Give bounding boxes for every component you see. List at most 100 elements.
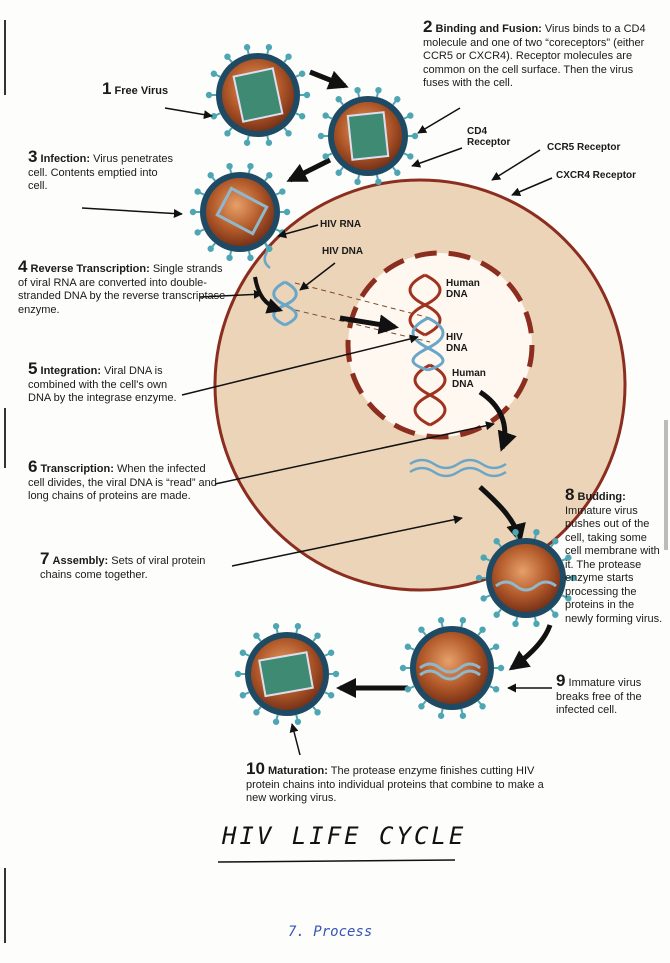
leader-arrows xyxy=(81,107,553,756)
step-body: The protease enzyme finishes cutting HIV… xyxy=(246,765,544,804)
spike-knob xyxy=(354,86,361,94)
spike-knob xyxy=(314,632,321,639)
cd4-receptor-label: CD4 Receptor xyxy=(467,126,511,148)
step-number: 8 xyxy=(565,485,575,504)
binding-mark xyxy=(4,20,6,95)
spike-knob xyxy=(479,703,486,710)
spike-knob xyxy=(189,208,197,216)
protein-chains xyxy=(409,458,507,478)
spike-knob xyxy=(207,245,214,252)
spike-knob xyxy=(234,670,242,678)
spike-knob xyxy=(552,611,559,618)
spike-knob xyxy=(265,44,273,51)
step-5-text: 5 Integration: Viral DNA is combined wit… xyxy=(28,359,188,406)
step-3-text: 3 Infection: Virus penetrates cell. Cont… xyxy=(28,148,173,194)
spike-knob xyxy=(298,70,306,77)
spike-knob xyxy=(243,44,251,51)
spike-knob xyxy=(375,86,382,94)
spike-knob xyxy=(533,528,540,536)
step-heading: Free Virus xyxy=(114,85,169,97)
spike-knob xyxy=(314,709,321,716)
spike-knob xyxy=(283,208,291,216)
step-body: Sets of viral protein chains come togeth… xyxy=(40,555,206,581)
flow-arrow xyxy=(309,69,349,90)
spike-knob xyxy=(243,139,251,146)
step-number: 1 xyxy=(102,79,112,98)
spike-knob xyxy=(404,643,412,650)
spike-knob xyxy=(322,112,329,119)
step-body: Viral DNA is combined with the cell's ow… xyxy=(28,365,177,404)
spike-knob xyxy=(210,113,218,120)
spike-knob xyxy=(327,692,335,699)
spike-knob xyxy=(247,162,254,170)
spike-knob xyxy=(247,254,254,262)
spike-knob xyxy=(335,96,342,103)
spike-knob xyxy=(226,254,233,262)
spike-knob xyxy=(512,620,519,628)
step-heading: Reverse Transcription: xyxy=(30,263,150,275)
spike-knob xyxy=(332,670,340,678)
step-number: 2 xyxy=(423,17,433,36)
spike-knob xyxy=(354,178,361,186)
spike-knob xyxy=(239,692,247,699)
spike-knob xyxy=(411,132,419,140)
spike-knob xyxy=(226,162,233,170)
spike-knob xyxy=(552,538,559,545)
spike-knob xyxy=(327,649,335,656)
spike-knob xyxy=(512,528,519,536)
spike-knob xyxy=(533,620,540,628)
spike-knob xyxy=(303,91,311,99)
step-number: 5 xyxy=(28,359,38,378)
human-dna-label: Human DNA xyxy=(452,368,486,390)
spike-knob xyxy=(480,554,487,561)
step-body: When the infected cell divides, the vira… xyxy=(28,463,217,502)
spike-knob xyxy=(418,626,425,633)
spike-knob xyxy=(375,178,382,186)
flow-arrow xyxy=(253,276,284,314)
binding-mark xyxy=(4,408,6,468)
spike-knob xyxy=(279,188,286,195)
spike-knob xyxy=(272,623,280,630)
spike-knob xyxy=(207,172,214,179)
spike-knob xyxy=(407,153,414,160)
step-number: 9 xyxy=(556,671,566,690)
step-heading: Integration: xyxy=(40,365,102,377)
title-underline xyxy=(217,859,456,863)
step-heading: Budding: xyxy=(577,491,626,503)
spike-knob xyxy=(394,96,401,103)
cxcr4-receptor-label: CXCR4 Receptor xyxy=(556,170,637,181)
spike-knob xyxy=(437,712,445,719)
spike-knob xyxy=(266,245,273,252)
spike-knob xyxy=(565,595,572,602)
virus-immature xyxy=(410,626,494,710)
spike-knob xyxy=(492,686,500,693)
flow-arrow xyxy=(478,485,526,544)
spike-knob xyxy=(224,53,231,60)
spike-knob xyxy=(322,153,329,160)
spike-knob xyxy=(394,169,401,176)
human-dna-helix xyxy=(408,273,447,427)
hiv-dna-nucleus-label: HIV DNA xyxy=(446,332,468,354)
step-9-text: 9 Immature virus breaks free of the infe… xyxy=(556,671,646,718)
spike-knob xyxy=(253,632,260,639)
spike-knob xyxy=(317,132,325,140)
spike-knob xyxy=(459,617,467,624)
nucleus xyxy=(345,250,535,440)
virus-infection xyxy=(200,172,280,252)
spike-knob xyxy=(475,574,483,582)
spike-knob xyxy=(285,53,292,60)
spike-knob xyxy=(497,664,505,672)
step-heading: Assembly: xyxy=(52,555,109,567)
spike-knob xyxy=(492,643,500,650)
spike-knob xyxy=(479,626,486,633)
spike-knob xyxy=(418,703,425,710)
human-dna-label: Human DNA xyxy=(446,278,480,300)
step-number: 7 xyxy=(40,549,50,568)
binding-mark xyxy=(664,420,668,550)
spike-knob xyxy=(404,686,412,693)
step-body: Virus binds to a CD4 molecule and one of… xyxy=(423,23,646,89)
step-heading: Maturation: xyxy=(267,765,328,777)
viral-dna-strand xyxy=(272,280,298,327)
step-4-text: 4 Reverse Transcription: Single strands … xyxy=(18,258,228,317)
